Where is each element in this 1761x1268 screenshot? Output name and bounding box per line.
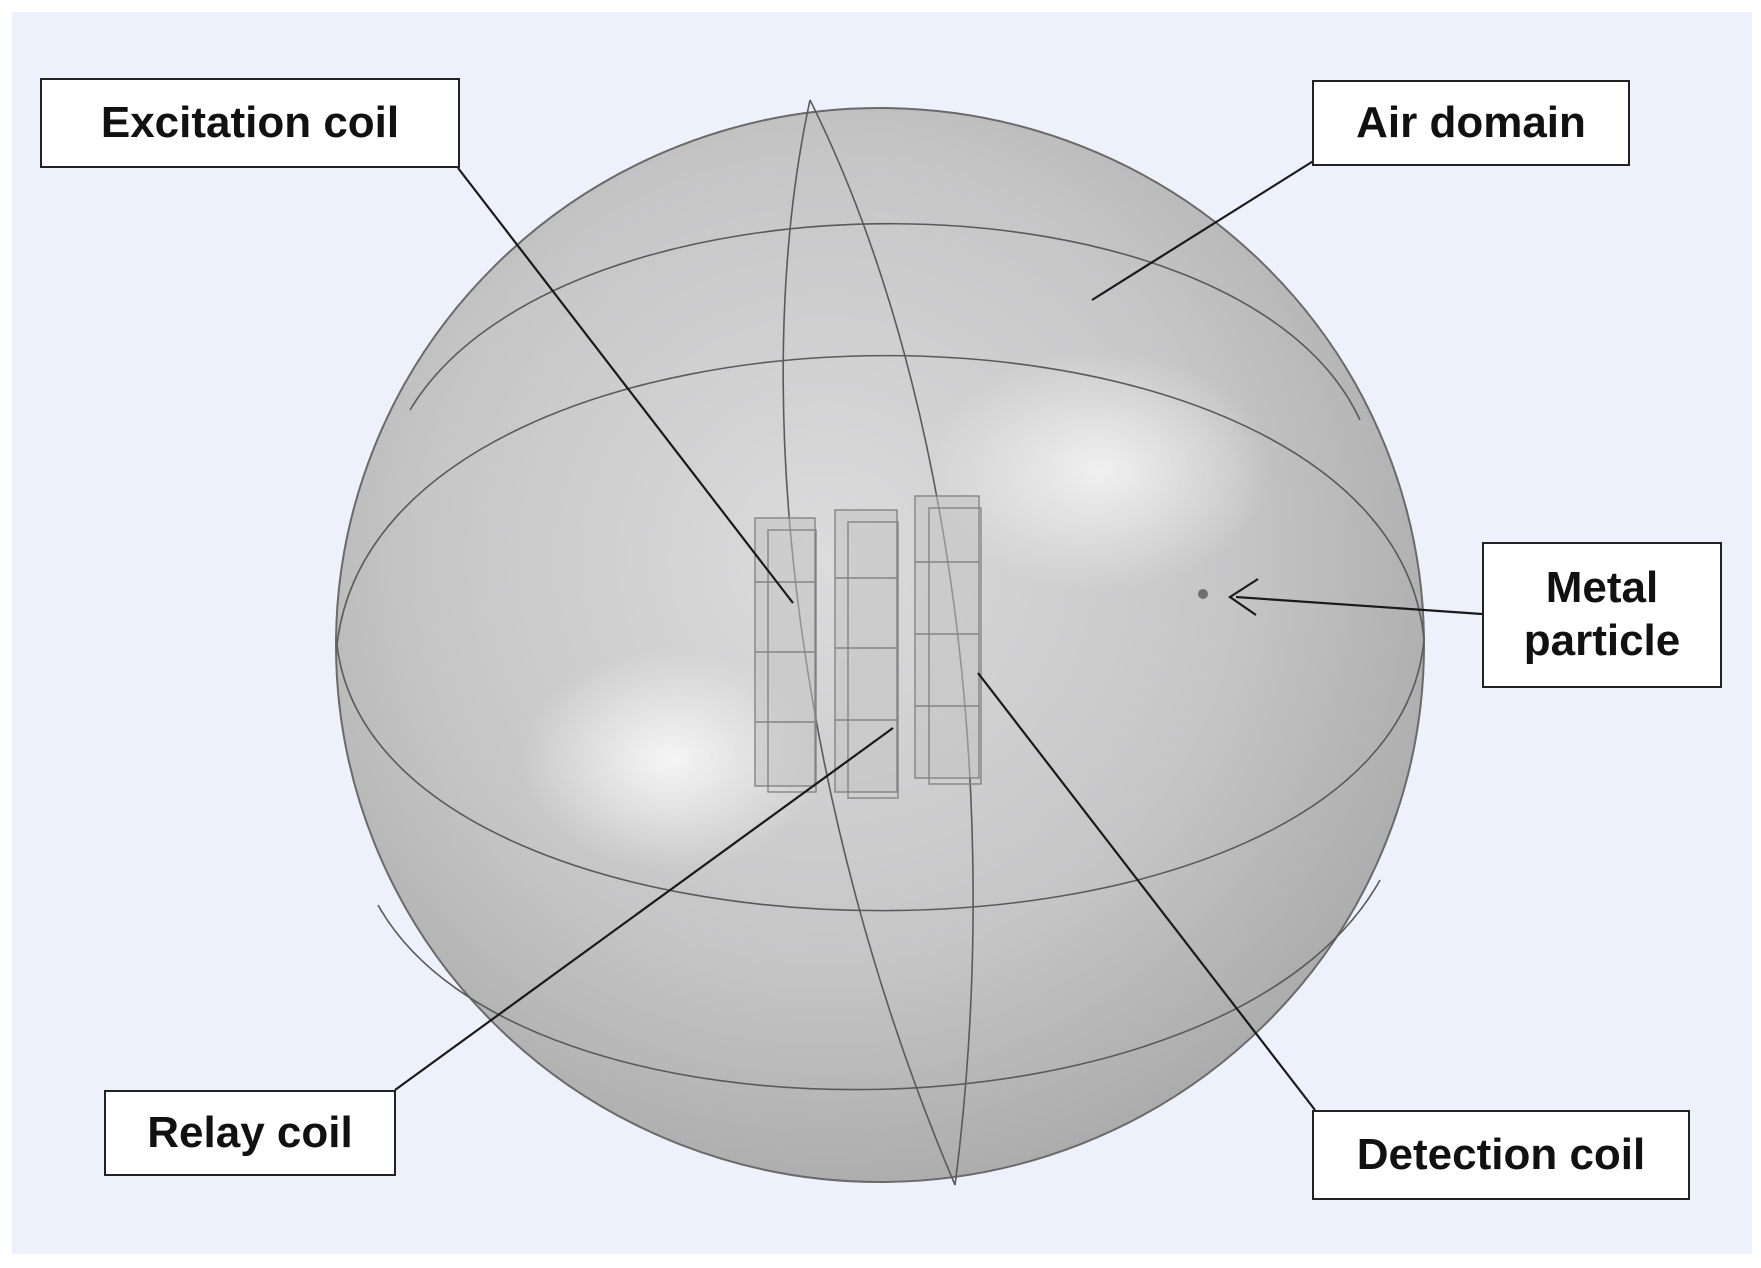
sphere-highlight-right — [930, 350, 1270, 590]
leader-metal-particle — [1235, 595, 1483, 616]
leader-relay-coil — [394, 727, 894, 1091]
label-relay-coil: Relay coil — [104, 1090, 396, 1176]
leader-excitation-coil — [457, 167, 794, 604]
leader-air-domain — [1091, 159, 1316, 301]
edge-lower-latitude — [377, 879, 1381, 1091]
arrowhead-metal-particle — [1228, 578, 1259, 616]
leader-detection-coil — [977, 672, 1316, 1111]
coil-assembly — [754, 495, 982, 799]
edge-upper-latitude — [409, 222, 1361, 421]
label-metal-particle: Metal particle — [1482, 542, 1722, 688]
edge-equator — [336, 354, 1425, 912]
label-air-domain: Air domain — [1312, 80, 1630, 166]
excitation-coil-shape — [754, 517, 817, 793]
metal-particle-dot — [1198, 589, 1208, 599]
label-detection-coil: Detection coil — [1312, 1110, 1690, 1200]
label-excitation-coil: Excitation coil — [40, 78, 460, 168]
leader-lines — [394, 159, 1483, 1111]
detection-coil-shape — [914, 495, 982, 785]
sphere-highlight-left — [520, 650, 820, 870]
relay-coil-shape — [834, 509, 899, 799]
